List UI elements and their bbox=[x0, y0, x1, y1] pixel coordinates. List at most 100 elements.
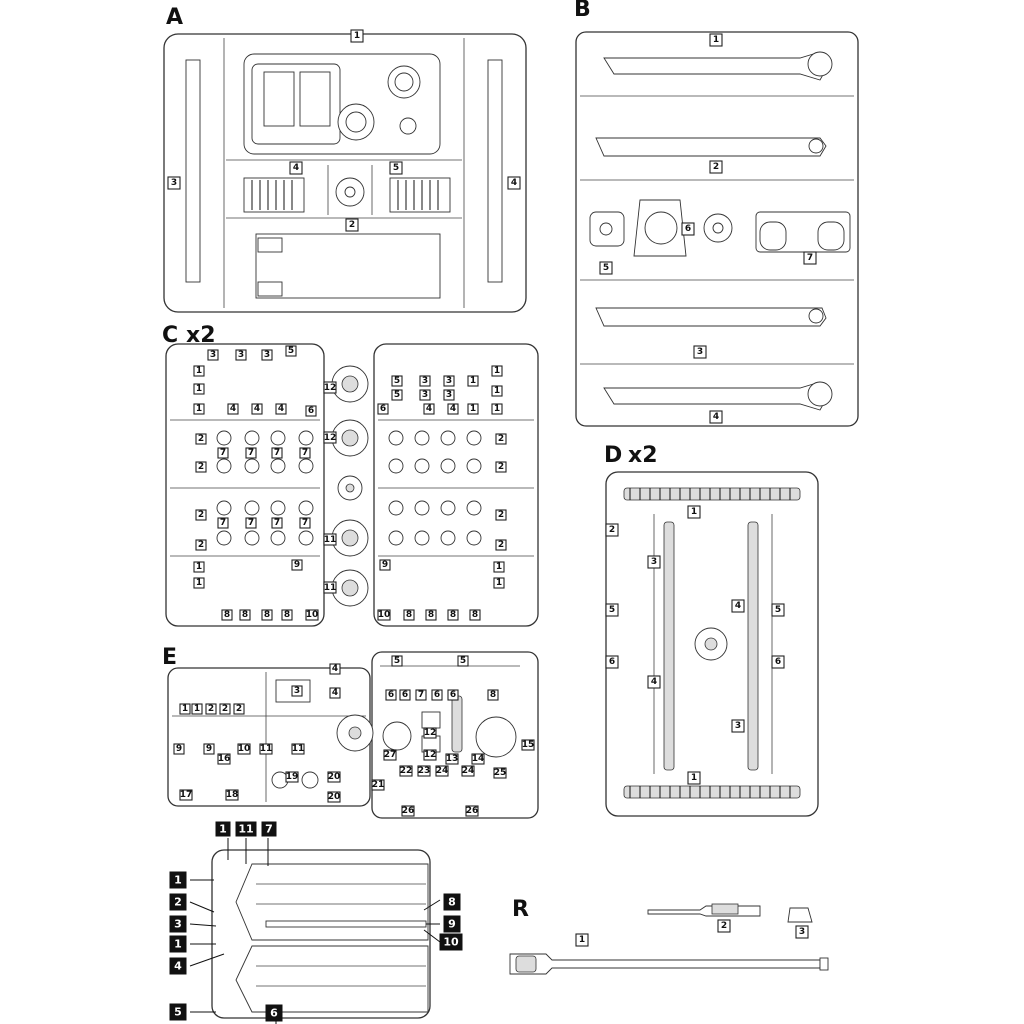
part-number: 1 bbox=[196, 404, 202, 414]
part-number: 3 bbox=[651, 557, 657, 567]
part-number: 4 bbox=[651, 677, 657, 687]
part-number: 7 bbox=[418, 690, 424, 700]
part-number: 8 bbox=[242, 610, 248, 620]
part-number: 6 bbox=[775, 657, 781, 667]
part-number: 5 bbox=[460, 656, 466, 666]
sprue-c-label: C bbox=[162, 323, 178, 348]
part-number: 7 bbox=[807, 253, 813, 263]
part-number: 4 bbox=[230, 404, 236, 414]
part-number: 1 bbox=[494, 404, 500, 414]
part-number: 3 bbox=[174, 918, 182, 931]
part-number: 8 bbox=[490, 690, 496, 700]
part-number: 7 bbox=[302, 448, 308, 458]
part-number-b4: 4 bbox=[709, 410, 723, 424]
part-number: 1 bbox=[196, 578, 202, 588]
part-number: 4 bbox=[713, 412, 719, 422]
part-number: 1 bbox=[470, 376, 476, 386]
part-number: 6 bbox=[388, 690, 394, 700]
sprue-b: B 1 2 3 4 5 6 7 bbox=[574, 0, 859, 427]
part-number: 9 bbox=[176, 744, 182, 754]
part-number: 1 bbox=[196, 366, 202, 376]
part-number: 4 bbox=[174, 960, 182, 973]
part-number: 2 bbox=[713, 162, 719, 172]
part-number: 1 bbox=[496, 578, 502, 588]
part-number: 10 bbox=[238, 744, 251, 754]
part-number: 2 bbox=[208, 704, 214, 714]
part-number: 6 bbox=[609, 657, 615, 667]
part-number: 6 bbox=[685, 224, 691, 234]
part-number: 27 bbox=[384, 750, 397, 760]
part-number: 1 bbox=[196, 384, 202, 394]
road-wheels-right bbox=[388, 430, 482, 546]
part-number: 3 bbox=[735, 721, 741, 731]
part-number: 5 bbox=[775, 605, 781, 615]
part-number: 4 bbox=[293, 163, 299, 173]
part-number: 11 bbox=[292, 744, 305, 754]
part-number: 23 bbox=[418, 766, 431, 776]
part-number: 2 bbox=[198, 510, 204, 520]
part-number: 8 bbox=[284, 610, 290, 620]
part-number: 8 bbox=[406, 610, 412, 620]
sprue-r-label: R bbox=[512, 897, 529, 922]
part-number: 1 bbox=[194, 704, 200, 714]
part-number: 5 bbox=[609, 605, 615, 615]
part-number: 1 bbox=[691, 773, 697, 783]
part-number: 4 bbox=[511, 178, 517, 188]
part-number: 7 bbox=[265, 823, 273, 836]
part-number: 9 bbox=[448, 918, 456, 931]
part-number: 4 bbox=[332, 664, 338, 674]
part-number: 5 bbox=[394, 656, 400, 666]
part-number: 5 bbox=[603, 263, 609, 273]
part-number: 20 bbox=[328, 792, 341, 802]
part-number-b6: 6 bbox=[681, 222, 695, 236]
sprue-a: A 1 bbox=[163, 5, 527, 313]
part-number: 3 bbox=[210, 350, 216, 360]
part-number: 3 bbox=[171, 178, 177, 188]
sprue-r: R 1 2 3 bbox=[509, 897, 829, 975]
part-number: 6 bbox=[380, 404, 386, 414]
part-number: 11 bbox=[324, 583, 337, 593]
part-number: 3 bbox=[294, 686, 300, 696]
part-number: 13 bbox=[446, 754, 459, 764]
part-number: 6 bbox=[434, 690, 440, 700]
part-number: 2 bbox=[198, 540, 204, 550]
part-number: 10 bbox=[443, 936, 459, 949]
grille-left bbox=[243, 177, 305, 213]
part-number: 11 bbox=[324, 535, 337, 545]
part-number: 2 bbox=[236, 704, 242, 714]
sprue-b-label: B bbox=[574, 0, 591, 22]
grille-right bbox=[389, 177, 451, 213]
part-number: 3 bbox=[446, 390, 452, 400]
part-number: 2 bbox=[498, 510, 504, 520]
part-number: 1 bbox=[691, 507, 697, 517]
part-number: 16 bbox=[218, 754, 231, 764]
part-number: 1 bbox=[494, 386, 500, 396]
part-number-a2: 2 bbox=[345, 218, 359, 232]
part-number-a3: 3 bbox=[167, 176, 181, 190]
part-number: 8 bbox=[428, 610, 434, 620]
part-number: 24 bbox=[436, 766, 449, 776]
part-number: 8 bbox=[224, 610, 230, 620]
part-number: 1 bbox=[182, 704, 188, 714]
part-number: 9 bbox=[206, 744, 212, 754]
part-number: 25 bbox=[494, 768, 507, 778]
part-number: 3 bbox=[264, 350, 270, 360]
part-number: 2 bbox=[349, 220, 355, 230]
part-number: 5 bbox=[288, 346, 294, 356]
part-number: 26 bbox=[466, 806, 479, 816]
part-number: 2 bbox=[498, 540, 504, 550]
part-number: 24 bbox=[462, 766, 475, 776]
part-number: 14 bbox=[472, 754, 485, 764]
part-number: 4 bbox=[254, 404, 260, 414]
part-number: 4 bbox=[450, 404, 456, 414]
part-number: 6 bbox=[402, 690, 408, 700]
part-number: 5 bbox=[394, 376, 400, 386]
sprue-d-qty: x2 bbox=[628, 443, 658, 468]
part-number: 1 bbox=[219, 823, 227, 836]
part-number-b5: 5 bbox=[599, 261, 613, 275]
part-number: 7 bbox=[248, 518, 254, 528]
part-number: 1 bbox=[713, 35, 719, 45]
part-number-a1: 1 bbox=[350, 29, 364, 43]
part-number: 1 bbox=[174, 874, 182, 887]
part-number-a5: 5 bbox=[389, 161, 403, 175]
